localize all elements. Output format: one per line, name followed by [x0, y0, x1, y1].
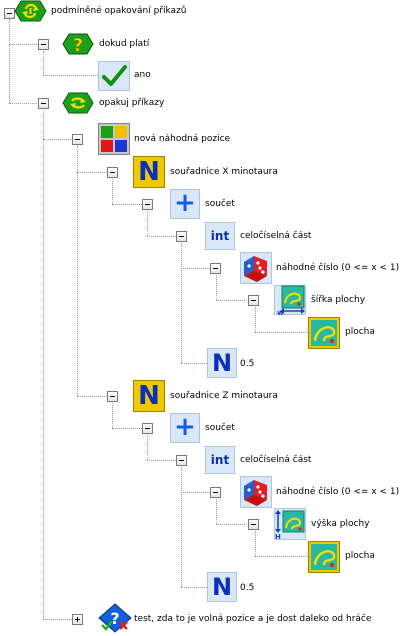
tree-connector	[112, 403, 113, 428]
tree-connector	[9, 44, 39, 45]
condition-value[interactable]: ano	[134, 70, 151, 80]
coord-z-label[interactable]: souřadnice Z minotaura	[170, 391, 278, 401]
tree-connector	[181, 243, 182, 363]
sum-label[interactable]: součet	[205, 199, 235, 209]
height-marker: H	[275, 533, 281, 540]
tree-connector	[216, 300, 245, 301]
tree-connector	[43, 619, 74, 620]
area-icon	[308, 541, 340, 573]
collapse-toggle-int-part[interactable]	[176, 231, 187, 242]
collapse-toggle-width[interactable]	[248, 295, 259, 306]
tree-connector	[112, 204, 142, 205]
sum-label[interactable]: součet	[205, 423, 235, 433]
tree-connector	[181, 268, 210, 269]
area-label[interactable]: plocha	[345, 551, 375, 561]
tree-connector	[255, 531, 256, 556]
tree-connector	[112, 428, 142, 429]
int-part-label[interactable]: celočíselná část	[240, 455, 312, 465]
plus-icon: +	[170, 413, 200, 443]
collapse-toggle-random[interactable]	[210, 263, 221, 274]
tree-connector	[147, 460, 176, 461]
repeat-label[interactable]: opakuj příkazy	[99, 98, 165, 108]
int-icon: int	[205, 222, 235, 250]
collapse-toggle-sum[interactable]	[142, 199, 153, 210]
dice-icon	[240, 476, 272, 508]
checkmark-icon	[98, 61, 130, 91]
svg-text:?: ?	[73, 35, 83, 55]
collapse-toggle-repeat[interactable]	[38, 98, 49, 109]
collapse-toggle-int-part[interactable]	[176, 455, 187, 466]
collapse-toggle-while[interactable]	[38, 39, 49, 50]
while-label[interactable]: dokud platí	[99, 39, 150, 49]
collapse-toggle-random[interactable]	[210, 487, 221, 498]
root-label[interactable]: podmíněné opakování příkazů	[51, 6, 187, 16]
height-label[interactable]: výška plochy	[311, 519, 370, 529]
tree-connector	[216, 524, 245, 525]
tree-connector	[77, 172, 107, 173]
dice-icon	[240, 252, 272, 284]
width-label[interactable]: šířka plochy	[311, 295, 366, 305]
tree-connector	[181, 492, 210, 493]
question-icon: ?	[62, 33, 94, 55]
expand-toggle-test[interactable]	[72, 614, 83, 625]
tree-connector	[9, 103, 39, 104]
tree-connector	[147, 211, 148, 236]
tree-connector	[43, 108, 44, 619]
test-icon: ?	[98, 603, 132, 633]
tree-connector	[147, 236, 176, 237]
tree-connector	[255, 307, 256, 332]
half-value[interactable]: 0.5	[240, 583, 255, 593]
n-number-icon: N	[133, 156, 165, 188]
test-question-mark: ?	[110, 609, 119, 628]
test-label[interactable]: test, zda to je volná pozice a je dost d…	[134, 614, 372, 624]
tree-connector	[216, 275, 217, 300]
height-icon: H	[274, 508, 306, 540]
tree-connector	[181, 587, 207, 588]
tree-connector	[255, 556, 308, 557]
tree-connector	[43, 139, 73, 140]
n-number-icon: N	[133, 380, 165, 412]
int-part-label[interactable]: celočíselná část	[240, 231, 312, 241]
coord-x-label[interactable]: souřadnice X minotaura	[170, 167, 278, 177]
palette-icon	[98, 123, 130, 155]
collapse-toggle-root[interactable]	[4, 8, 15, 19]
collapse-toggle-new-position[interactable]	[72, 134, 83, 145]
collapse-toggle-height[interactable]	[248, 519, 259, 530]
width-icon: w	[274, 285, 306, 315]
area-label[interactable]: plocha	[345, 327, 375, 337]
half-value[interactable]: 0.5	[240, 359, 255, 369]
n-number-icon: N	[207, 348, 237, 378]
tree-connector	[43, 75, 98, 76]
collapse-toggle-coord-z[interactable]	[107, 391, 118, 402]
tree-connector	[43, 51, 44, 75]
loop-icon	[14, 0, 47, 22]
area-icon	[308, 317, 340, 349]
collapse-toggle-coord-x[interactable]	[107, 167, 118, 178]
tree-connector	[216, 499, 217, 524]
n-number-icon: N	[207, 572, 237, 602]
tree-connector	[181, 467, 182, 587]
tree-connector	[77, 146, 78, 396]
tree-connector	[9, 19, 10, 103]
width-marker: w	[277, 309, 284, 315]
new-position-label[interactable]: nová náhodná pozice	[134, 134, 231, 144]
tree-connector	[181, 363, 207, 364]
tree-connector	[255, 332, 308, 333]
random-label[interactable]: náhodné číslo (0 <= x < 1)	[276, 487, 400, 497]
collapse-toggle-sum[interactable]	[142, 423, 153, 434]
tree-connector	[147, 435, 148, 460]
tree-connector	[77, 396, 107, 397]
random-label[interactable]: náhodné číslo (0 <= x < 1)	[276, 263, 400, 273]
tree-connector	[112, 179, 113, 204]
repeat-icon	[62, 92, 94, 114]
int-icon: int	[205, 446, 235, 474]
plus-icon: +	[170, 189, 200, 219]
